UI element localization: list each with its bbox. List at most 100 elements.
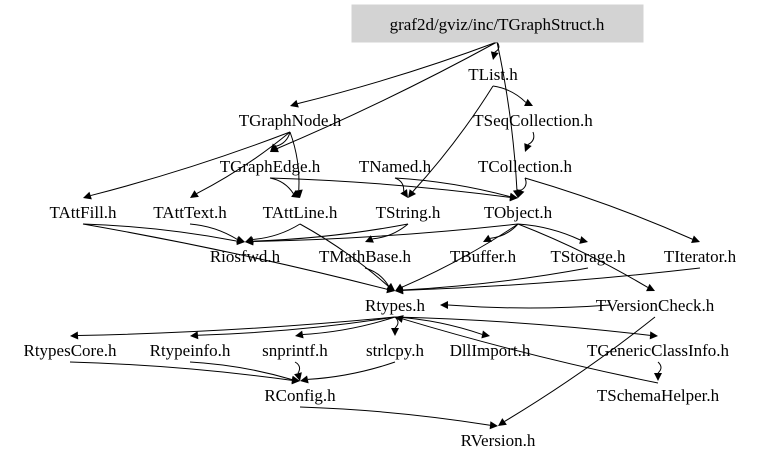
node-TAttLine[interactable]: TAttLine.h bbox=[263, 203, 338, 222]
node-DllImport[interactable]: DllImport.h bbox=[450, 341, 531, 360]
arrowhead-icon bbox=[300, 375, 309, 384]
node-RtypesCore[interactable]: RtypesCore.h bbox=[23, 341, 117, 360]
node-TGraphNode[interactable]: TGraphNode.h bbox=[239, 111, 342, 130]
node-Riosfwd[interactable]: Riosfwd.h bbox=[210, 247, 281, 266]
edge-TSeqCollection-to-TCollection bbox=[527, 131, 535, 146]
node-strlcpy[interactable]: strlcpy.h bbox=[366, 341, 424, 360]
node-TList[interactable]: TList.h bbox=[468, 65, 518, 84]
edge-TGraphNode-to-TAttLine bbox=[289, 131, 300, 191]
arrowhead-icon bbox=[400, 189, 408, 198]
node-TGraphEdge[interactable]: TGraphEdge.h bbox=[220, 157, 321, 176]
arrowhead-icon bbox=[490, 51, 499, 60]
arrowhead-icon bbox=[291, 375, 300, 384]
arrowhead-icon bbox=[649, 331, 658, 340]
node-TMathBase[interactable]: TMathBase.h bbox=[319, 247, 412, 266]
arrowhead-icon bbox=[365, 235, 374, 243]
node-TGenericClassInfo[interactable]: TGenericClassInfo.h bbox=[587, 341, 730, 360]
arrowhead-icon bbox=[516, 189, 525, 198]
node-TNamed[interactable]: TNamed.h bbox=[359, 157, 432, 176]
root-node-box[interactable] bbox=[351, 4, 644, 43]
edge-TGraphNode-to-TAttFill bbox=[90, 131, 291, 197]
edge-TObject-to-TBuffer bbox=[490, 223, 519, 239]
node-TVersionCheck[interactable]: TVersionCheck.h bbox=[596, 296, 715, 315]
edge-TNamed-to-TObject bbox=[394, 177, 511, 198]
node-TCollection[interactable]: TCollection.h bbox=[478, 157, 572, 176]
edge-TNamed-to-TString bbox=[394, 177, 405, 192]
edge-TObject-to-Rtypes bbox=[401, 223, 519, 288]
edge-TAttText-to-Riosfwd bbox=[189, 223, 238, 240]
arrowhead-icon bbox=[290, 99, 299, 108]
arrowhead-icon bbox=[245, 237, 254, 246]
edge-TList-to-TSeqCollection bbox=[492, 85, 527, 103]
arrowhead-icon bbox=[190, 190, 199, 198]
arrowhead-icon bbox=[524, 98, 533, 106]
edges bbox=[69, 41, 701, 430]
node-TAttFill[interactable]: TAttFill.h bbox=[49, 203, 117, 222]
node-TObject[interactable]: TObject.h bbox=[484, 203, 553, 222]
arrowhead-icon bbox=[646, 283, 655, 292]
edge-TAttFill-to-Rtypes bbox=[82, 223, 388, 290]
edge-RConfig-to-RVersion bbox=[299, 406, 491, 426]
edge-TVersionCheck-to-Rtypes bbox=[447, 304, 611, 309]
edge-TVersionCheck-to-RVersion bbox=[504, 316, 656, 422]
node-TIterator[interactable]: TIterator.h bbox=[664, 247, 737, 266]
node-TAttText[interactable]: TAttText.h bbox=[153, 203, 227, 222]
arrowhead-icon bbox=[654, 373, 662, 381]
arrowhead-icon bbox=[524, 143, 532, 152]
arrowhead-icon bbox=[386, 282, 395, 291]
node-snprintf[interactable]: snprintf.h bbox=[262, 341, 328, 360]
node-TBuffer[interactable]: TBuffer.h bbox=[450, 247, 517, 266]
edge-Rtypes-to-snprintf bbox=[302, 316, 396, 336]
node-TString[interactable]: TString.h bbox=[376, 203, 441, 222]
arrowhead-icon bbox=[294, 189, 303, 198]
node-TSchemaHelper[interactable]: TSchemaHelper.h bbox=[597, 386, 720, 405]
edge-TString-to-Riosfwd bbox=[252, 223, 409, 242]
node-Rtypes[interactable]: Rtypes.h bbox=[365, 296, 425, 315]
edge-Rtypes-to-TGenericClassInfo bbox=[394, 316, 651, 336]
edge-TString-to-TMathBase bbox=[372, 223, 409, 240]
arrowhead-icon bbox=[691, 235, 700, 244]
arrowhead-icon bbox=[498, 418, 507, 426]
edge-strlcpy-to-RConfig bbox=[307, 361, 396, 380]
edge-TGraphEdge-to-TObject bbox=[269, 177, 511, 198]
root-node-label[interactable]: graf2d/gviz/inc/TGraphStruct.h bbox=[390, 15, 605, 34]
arrowhead-icon bbox=[236, 235, 245, 244]
node-Rtypeinfo[interactable]: Rtypeinfo.h bbox=[150, 341, 231, 360]
edge-TGraphEdge-to-TAttLine bbox=[269, 177, 294, 194]
arrowhead-icon bbox=[395, 286, 404, 295]
arrowhead-icon bbox=[83, 191, 92, 200]
node-TSeqCollection[interactable]: TSeqCollection.h bbox=[473, 111, 593, 130]
arrowhead-icon bbox=[291, 190, 300, 198]
edge-TObject-to-TVersionCheck bbox=[517, 223, 649, 288]
edge-TAttLine-to-Rtypes bbox=[299, 223, 389, 287]
root-node[interactable]: graf2d/gviz/inc/TGraphStruct.h bbox=[351, 4, 644, 43]
edge-TCollection-to-TObject bbox=[520, 177, 527, 191]
edge-TIterator-to-Rtypes bbox=[402, 267, 701, 291]
arrowhead-icon bbox=[395, 315, 404, 323]
arrowhead-icon bbox=[489, 421, 498, 430]
arrowhead-icon bbox=[391, 328, 399, 336]
edge-Rtypes-to-Rtypeinfo bbox=[197, 316, 396, 336]
arrowhead-icon bbox=[483, 234, 492, 242]
arrowhead-icon bbox=[294, 372, 302, 381]
node-RConfig[interactable]: RConfig.h bbox=[264, 386, 336, 405]
arrowhead-icon bbox=[70, 331, 79, 340]
edge-TAttFill-to-Riosfwd bbox=[82, 223, 238, 242]
edge-snprintf-to-RConfig bbox=[294, 361, 301, 374]
node-TStorage[interactable]: TStorage.h bbox=[550, 247, 626, 266]
edge-root-to-TObject bbox=[496, 41, 518, 191]
edge-TSchemaHelper-to-Rtypes bbox=[402, 318, 659, 384]
edge-root-to-TGraphEdge bbox=[277, 41, 498, 149]
edge-RtypesCore-to-RConfig bbox=[69, 361, 293, 381]
edge-root-to-TGraphNode bbox=[297, 41, 498, 105]
node-RVersion[interactable]: RVersion.h bbox=[461, 431, 536, 450]
edge-Rtypes-to-RtypesCore bbox=[77, 316, 396, 337]
edge-TObject-to-Riosfwd bbox=[252, 223, 519, 242]
edge-TGenericClassInfo-to-TSchemaHelper bbox=[657, 361, 662, 374]
edge-TGraphNode-to-TGraphEdge bbox=[275, 131, 291, 147]
arrowhead-icon bbox=[190, 331, 199, 340]
arrowhead-icon bbox=[295, 330, 304, 339]
